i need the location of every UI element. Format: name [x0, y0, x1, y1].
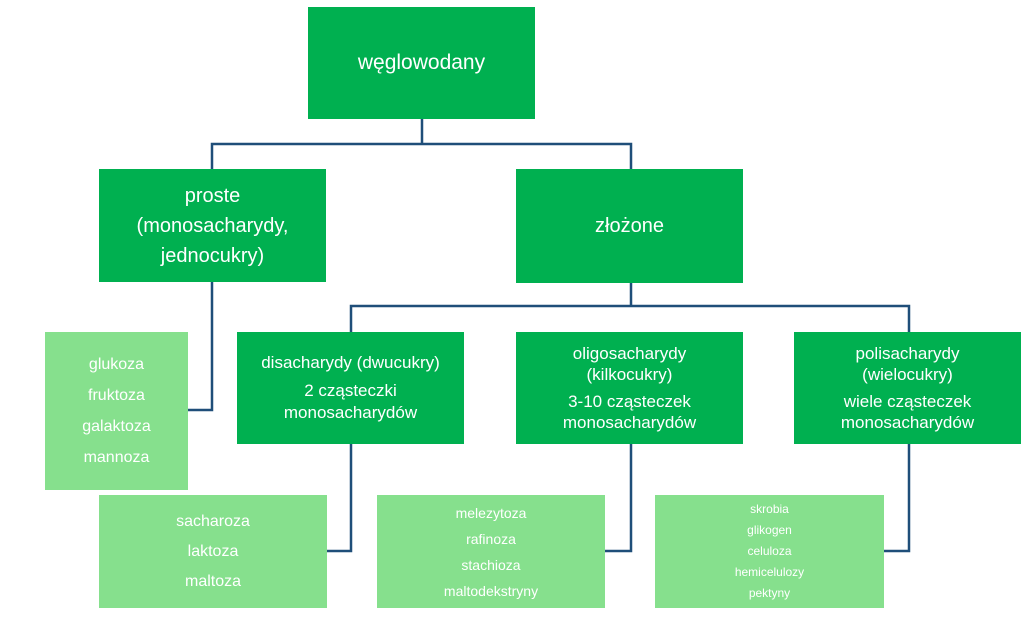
complex-carbohydrates-node: złożone: [516, 169, 743, 283]
complex-label: złożone: [595, 214, 664, 237]
root-node: węglowodany: [308, 7, 535, 119]
list-item: laktoza: [187, 542, 239, 560]
oligosaccharides-line-4: monosacharydów: [562, 413, 697, 432]
connector-complex-to-subtypes: [349, 283, 911, 332]
list-item: galaktoza: [82, 418, 151, 435]
list-item: glikogen: [747, 523, 792, 537]
disaccharides-line-3: monosacharydów: [283, 403, 418, 422]
list-item: glukoza: [88, 356, 145, 373]
polysaccharides-node: polisacharydy (wielocukry) wiele cząstec…: [794, 332, 1021, 444]
connector-simple-to-monosaccharides: [188, 282, 214, 412]
polysaccharide-examples-node: skrobia glikogen celuloza hemicelulozy p…: [655, 495, 884, 608]
oligosaccharides-line-1: oligosacharydy: [572, 344, 687, 363]
disaccharides-node: disacharydy (dwucukry) 2 cząsteczki mono…: [237, 332, 464, 444]
list-item: maltodekstryny: [443, 582, 539, 599]
simple-line-3: jednocukry): [160, 244, 265, 267]
disaccharides-line-1: disacharydy (dwucukry): [261, 353, 440, 372]
oligosaccharide-examples-node: melezytoza rafinoza stachioza maltodekst…: [377, 495, 605, 608]
connector-oligosaccharides-to-examples: [605, 444, 633, 553]
polysaccharides-line-2: (wielocukry): [862, 365, 953, 384]
list-item: maltoza: [184, 572, 242, 590]
list-item: stachioza: [461, 556, 521, 573]
list-item: celuloza: [747, 544, 792, 558]
monosaccharide-examples-node: glukoza fruktoza galaktoza mannoza: [45, 332, 188, 490]
list-item: fruktoza: [88, 387, 145, 404]
oligosaccharides-line-3: 3-10 cząsteczek: [568, 392, 691, 411]
connector-disaccharides-to-examples: [327, 444, 353, 553]
polysaccharides-line-4: monosacharydów: [840, 413, 975, 432]
connector-polysaccharides-to-examples: [884, 444, 911, 553]
list-item: rafinoza: [466, 530, 516, 547]
oligosaccharides-line-2: (kilkocukry): [586, 365, 673, 384]
list-item: pektyny: [748, 586, 791, 600]
simple-carbohydrates-node: proste (monosacharydy, jednocukry): [99, 169, 326, 282]
oligosaccharides-node: oligosacharydy (kilkocukry) 3-10 cząstec…: [516, 332, 743, 444]
disaccharide-examples-node: sacharoza laktoza maltoza: [99, 495, 327, 608]
list-item: hemicelulozy: [734, 565, 805, 579]
polysaccharides-line-1: polisacharydy: [855, 344, 960, 363]
list-item: skrobia: [750, 502, 789, 516]
list-item: sacharoza: [176, 512, 250, 530]
simple-line-1: proste: [184, 184, 241, 207]
connector-root-to-categories: [210, 119, 633, 169]
list-item: mannoza: [83, 449, 150, 466]
simple-line-2: (monosacharydy,: [136, 214, 289, 237]
list-item: melezytoza: [455, 504, 527, 521]
disaccharides-line-2: 2 cząsteczki: [304, 381, 397, 400]
root-label: węglowodany: [357, 51, 486, 74]
polysaccharides-line-3: wiele cząsteczek: [843, 392, 972, 411]
